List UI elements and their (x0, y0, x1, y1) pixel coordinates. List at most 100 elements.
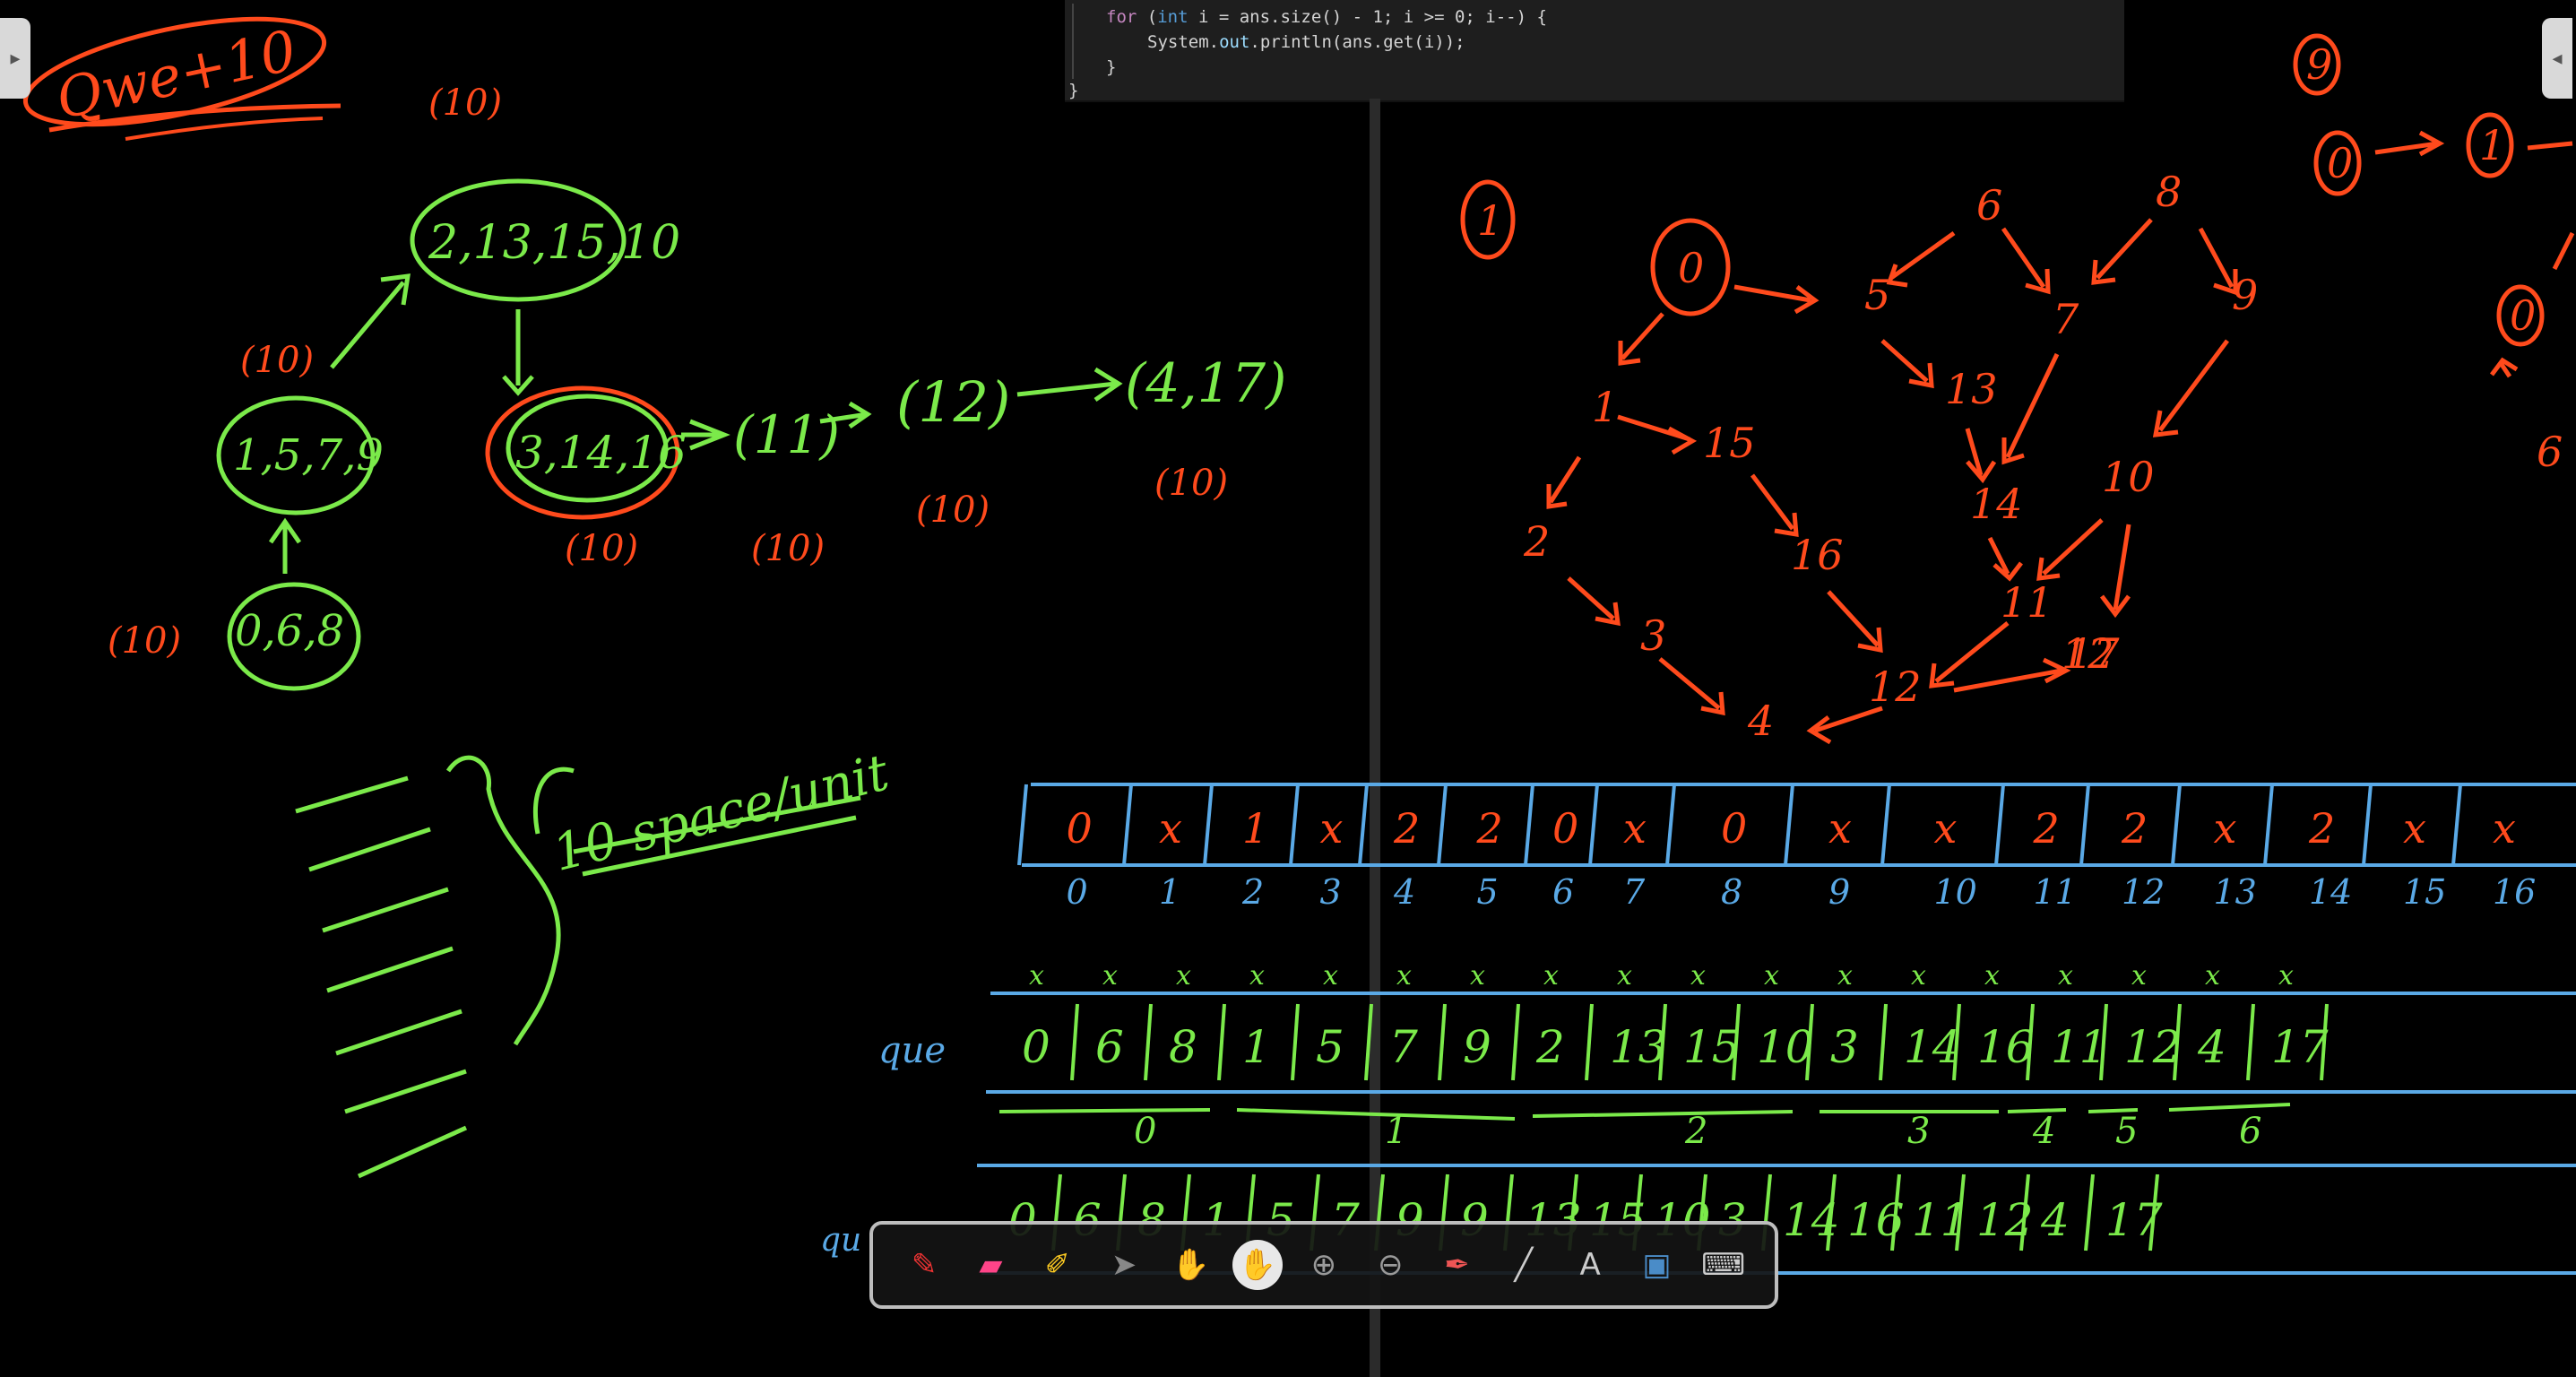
queue-cell: 12 (2124, 1021, 2182, 1073)
queue-cell: 8 (1169, 1021, 1197, 1073)
laser-icon[interactable]: ✋ (1171, 1247, 1210, 1283)
code-line-3: } (1106, 57, 1117, 77)
node-red-text: 3,14,16 (515, 427, 687, 479)
zoom-in-icon[interactable]: ⊕ (1310, 1247, 1337, 1283)
screen-icon[interactable]: ▣ (1642, 1247, 1672, 1283)
array-index: 5 (1477, 872, 1499, 912)
queue-2-cell: 4 (2040, 1194, 2070, 1246)
circle-left-text: 1 (1477, 196, 1503, 245)
arrow-red-11 (681, 419, 730, 451)
queue-cell: 3 (1830, 1021, 1859, 1073)
array-divider (1665, 784, 1676, 866)
right-sidebar-toggle[interactable]: ◂ (2542, 18, 2572, 99)
line-icon[interactable]: ╱ (1514, 1247, 1534, 1283)
array-index: 14 (2309, 872, 2352, 912)
queue-divider (1217, 1003, 1226, 1081)
array-index: 1 (1159, 872, 1180, 912)
node-1: 1 (1592, 383, 1618, 431)
pointer-icon[interactable]: ➤ (1111, 1247, 1137, 1283)
node-top-ellipse (410, 178, 627, 302)
array-index: 7 (1623, 872, 1646, 912)
array-index: 12 (2122, 872, 2165, 912)
visited-mark: x (1176, 960, 1191, 992)
indegree-cell: 2 (2308, 804, 2335, 853)
left-sidebar-toggle[interactable]: ▸ (0, 18, 30, 99)
indegree-cell: x (2403, 804, 2426, 853)
queue-2-divider (1826, 1173, 1837, 1251)
code-for-tail: i = ans.size() - 1; i >= 0; i--) { (1188, 7, 1547, 27)
indegree-cell: 0 (1067, 804, 1093, 853)
queue-divider (1732, 1003, 1741, 1081)
circle-label-right (2293, 33, 2341, 96)
node-15: 15 (1703, 419, 1756, 467)
queue-divider (1879, 1003, 1888, 1081)
label-10-a: (10) (240, 340, 314, 381)
visited-mark: x (2205, 960, 2220, 992)
node-10: 10 (2102, 453, 2155, 501)
zoom-out-icon[interactable]: ⊖ (1377, 1247, 1404, 1283)
array-index: 2 (1241, 872, 1264, 912)
queue-divider (1070, 1003, 1079, 1081)
dag-graph: 1 0 1 2 3 4 5 6 7 8 9 10 11 12 13 14 15 … (1460, 33, 2563, 745)
eraser-icon[interactable]: ▰ (979, 1247, 1003, 1283)
queue-divider (1144, 1003, 1153, 1081)
visited-mark: x (1029, 960, 1044, 992)
circle-right-text: 9 (2306, 40, 2332, 89)
node-12-text: (12) (896, 369, 1010, 435)
indegree-cell: 0 (1552, 804, 1578, 853)
queue-cell: 2 (1535, 1021, 1565, 1073)
far-node-0b-text: 0 (2510, 291, 2536, 340)
node-top-text: 2,13,15,10 (428, 216, 680, 270)
pen-icon[interactable]: ✎ (911, 1247, 938, 1283)
visited-mark: x (1690, 960, 1706, 992)
far-node-6: 6 (2537, 428, 2563, 476)
node-mid-text: 1,5,7,9 (233, 430, 384, 481)
array-divider (1994, 784, 2005, 866)
queue-cell: 11 (2051, 1021, 2108, 1073)
arrow-12-417 (1016, 367, 1123, 403)
visited-mark: x (1617, 960, 1632, 992)
node-13: 13 (1945, 365, 1998, 413)
array-index: 8 (1721, 872, 1742, 912)
indegree-cell: x (2493, 804, 2516, 853)
queue-divider (1438, 1003, 1447, 1081)
array-divider (1122, 784, 1133, 866)
level-label: 0 (1134, 1111, 1156, 1152)
level-label: 5 (2115, 1111, 2138, 1152)
code-keyword-for: for (1106, 7, 1137, 27)
indegree-cell: x (1159, 804, 1182, 853)
queue-2-divider (1890, 1173, 1901, 1251)
array-divider (2263, 784, 2274, 866)
indegree-cell: 0 (1721, 804, 1747, 853)
queue-1-label: que (878, 1030, 946, 1071)
level-label: 2 (1684, 1111, 1707, 1152)
visited-mark: x (1984, 960, 2000, 992)
node-8: 8 (2156, 168, 2182, 216)
visited-mark: x (2131, 960, 2147, 992)
node-12: 12 (2062, 629, 2114, 678)
queue-divider (1364, 1003, 1373, 1081)
text-icon[interactable]: A (1579, 1247, 1601, 1283)
color-picker-icon[interactable]: ✒ (1444, 1247, 1470, 1283)
queue-2-divider (2084, 1173, 2095, 1251)
hand-icon[interactable]: ✋ (1232, 1240, 1283, 1290)
node-2: 2 (1523, 517, 1550, 566)
array-divider (1289, 784, 1300, 866)
queue-cell: 9 (1463, 1021, 1491, 1073)
code-keyword-int: int (1157, 7, 1189, 27)
label-10-e: (10) (916, 489, 990, 531)
array-index: 6 (1552, 872, 1574, 912)
arrow-mid-top-head (380, 273, 411, 306)
node-bottom-ellipse (227, 582, 361, 691)
memory-brace-2 (532, 766, 575, 835)
array-index: 0 (1067, 872, 1088, 912)
array-index: 10 (1934, 872, 1977, 912)
code-line-4: } (1068, 81, 1079, 100)
visited-mark: x (1470, 960, 1485, 992)
highlighter-icon[interactable]: ✐ (1044, 1247, 1070, 1283)
node-12b: 12 (1869, 663, 1922, 711)
keyboard-icon[interactable]: ⌨ (1701, 1247, 1746, 1283)
level-label: 4 (2032, 1111, 2055, 1152)
label-10-b: (10) (108, 620, 181, 662)
